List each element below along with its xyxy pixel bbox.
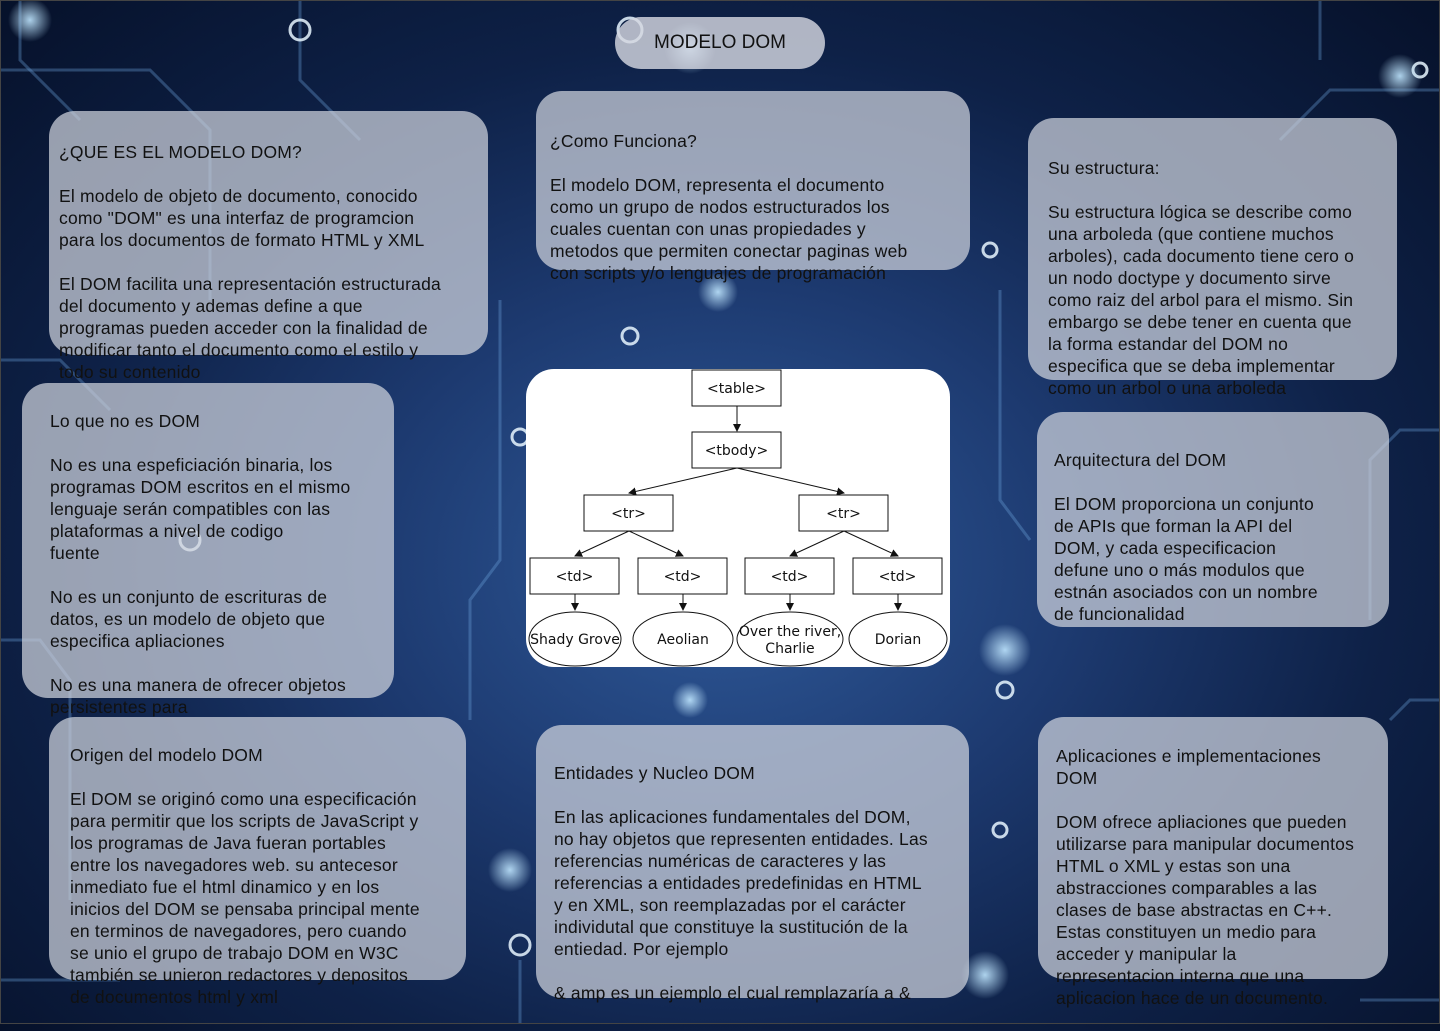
card-que-es: ¿QUE ES EL MODELO DOM? El modelo de obje… <box>49 111 488 382</box>
card-heading: Origen del modelo DOM <box>70 745 263 765</box>
leaf-node: Shady Grove <box>528 611 622 667</box>
card-heading: Arquitectura del DOM <box>1054 450 1227 470</box>
card-body: En las aplicaciones fundamentales del DO… <box>554 807 928 1003</box>
leaf-label: Dorian <box>875 632 921 648</box>
card-como-funciona: ¿Como Funciona? El modelo DOM, represent… <box>536 91 970 283</box>
node-tr-label: <tr> <box>611 506 646 522</box>
card-aplicaciones: Aplicaciones e implementaciones DOM DOM … <box>1038 717 1388 1008</box>
card-origen: Origen del modelo DOM El DOM se originó … <box>49 717 466 1007</box>
card-body: No es una espeficiación binaria, los pro… <box>50 455 351 717</box>
card-heading: ¿QUE ES EL MODELO DOM? <box>59 142 302 162</box>
node-table: <table> <box>691 369 782 407</box>
card-body: Su estructura lógica se describe como un… <box>1048 202 1355 398</box>
leaf-label: Charlie <box>765 641 814 657</box>
leaf-label: Over the river, <box>739 624 841 640</box>
node-table-label: <table> <box>707 381 766 397</box>
node-tr: <tr> <box>798 494 889 532</box>
card-estructura: Su estructura: Su estructura lógica se d… <box>1028 118 1397 398</box>
card-heading: Su estructura: <box>1048 158 1160 178</box>
node-td: <td> <box>529 557 620 595</box>
node-td-label: <td> <box>771 569 809 585</box>
card-body: El modelo de objeto de documento, conoci… <box>59 186 441 382</box>
card-heading: Lo que no es DOM <box>50 411 201 431</box>
node-tbody-label: <tbody> <box>705 443 769 459</box>
card-body: El modelo DOM, representa el documento c… <box>550 175 908 283</box>
leaf-node: Dorian <box>848 611 948 667</box>
node-tr-label: <tr> <box>826 506 861 522</box>
card-heading: ¿Como Funciona? <box>550 131 697 151</box>
card-body: DOM ofrece apliaciones que pueden utiliz… <box>1056 812 1355 1008</box>
card-heading: Aplicaciones e implementaciones DOM <box>1056 746 1321 788</box>
node-td: <td> <box>744 557 835 595</box>
card-arquitectura: Arquitectura del DOM El DOM proporciona … <box>1037 412 1389 627</box>
card-no-es: Lo que no es DOM No es una espeficiación… <box>22 383 394 717</box>
leaf-node: Aeolian <box>632 611 734 667</box>
node-td-label: <td> <box>556 569 594 585</box>
card-body: El DOM se originó como una especificació… <box>70 789 420 1007</box>
node-td-label: <td> <box>664 569 702 585</box>
node-tr: <tr> <box>583 494 674 532</box>
leaf-label: Shady Grove <box>530 632 620 648</box>
node-tbody: <tbody> <box>691 431 782 469</box>
card-body: El DOM proporciona un conjunto de APIs q… <box>1054 494 1318 624</box>
node-td: <td> <box>852 557 943 595</box>
card-heading: Entidades y Nucleo DOM <box>554 763 755 783</box>
leaf-label: Aeolian <box>657 632 709 648</box>
dom-tree-diagram: <table> <tbody> <tr> <tr> <td> <td> <box>526 369 950 667</box>
node-td-label: <td> <box>879 569 917 585</box>
page-title: MODELO DOM <box>615 17 825 69</box>
node-td: <td> <box>637 557 728 595</box>
leaf-node: Over the river, Charlie <box>736 611 844 667</box>
card-entidades: Entidades y Nucleo DOM En las aplicacion… <box>536 725 969 1003</box>
